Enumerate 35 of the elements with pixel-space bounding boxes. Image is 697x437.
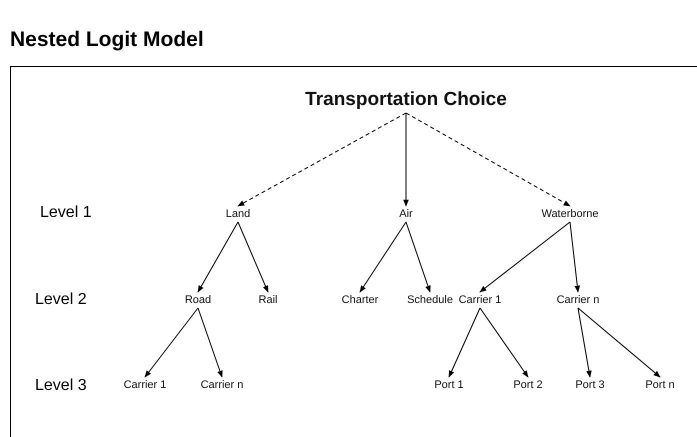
level-label: Level 1 (40, 204, 92, 222)
diagram-title: Nested Logit Model (10, 28, 204, 52)
choice-label: Port 3 (573, 378, 607, 392)
arrow (480, 308, 528, 378)
arrow (479, 222, 570, 292)
choice-label: Carrier n (198, 378, 246, 392)
choice-label: Port 1 (432, 378, 466, 392)
arrow (238, 222, 268, 293)
choice-label: Port 2 (511, 378, 545, 392)
level-label: Level 3 (35, 377, 87, 395)
arrow (198, 222, 238, 293)
choice-label: Rail (256, 293, 280, 307)
root-choice-label: Transportation Choice (303, 88, 509, 112)
choice-label: Port n (643, 378, 677, 392)
choice-label: Schedule (405, 293, 455, 307)
arrow (237, 112, 406, 206)
level-label: Level 2 (35, 291, 87, 309)
choice-label: Land (224, 207, 252, 221)
choice-label: Carrier n (554, 293, 602, 307)
choice-label: Road (182, 293, 214, 307)
arrow (406, 112, 571, 206)
arrow (198, 308, 223, 378)
choice-label: Air (397, 207, 415, 221)
arrow (360, 222, 406, 293)
arrow (448, 308, 480, 378)
arrow (406, 222, 431, 293)
choice-label: Carrier 1 (456, 293, 504, 307)
choice-label: Carrier 1 (122, 378, 168, 392)
arrow (578, 308, 661, 378)
choice-label: Waterborne (539, 207, 601, 221)
arrow (578, 308, 592, 378)
choice-label: Charter (340, 293, 380, 307)
arrow (403, 112, 409, 207)
arrow (570, 222, 580, 293)
arrow (144, 308, 198, 378)
